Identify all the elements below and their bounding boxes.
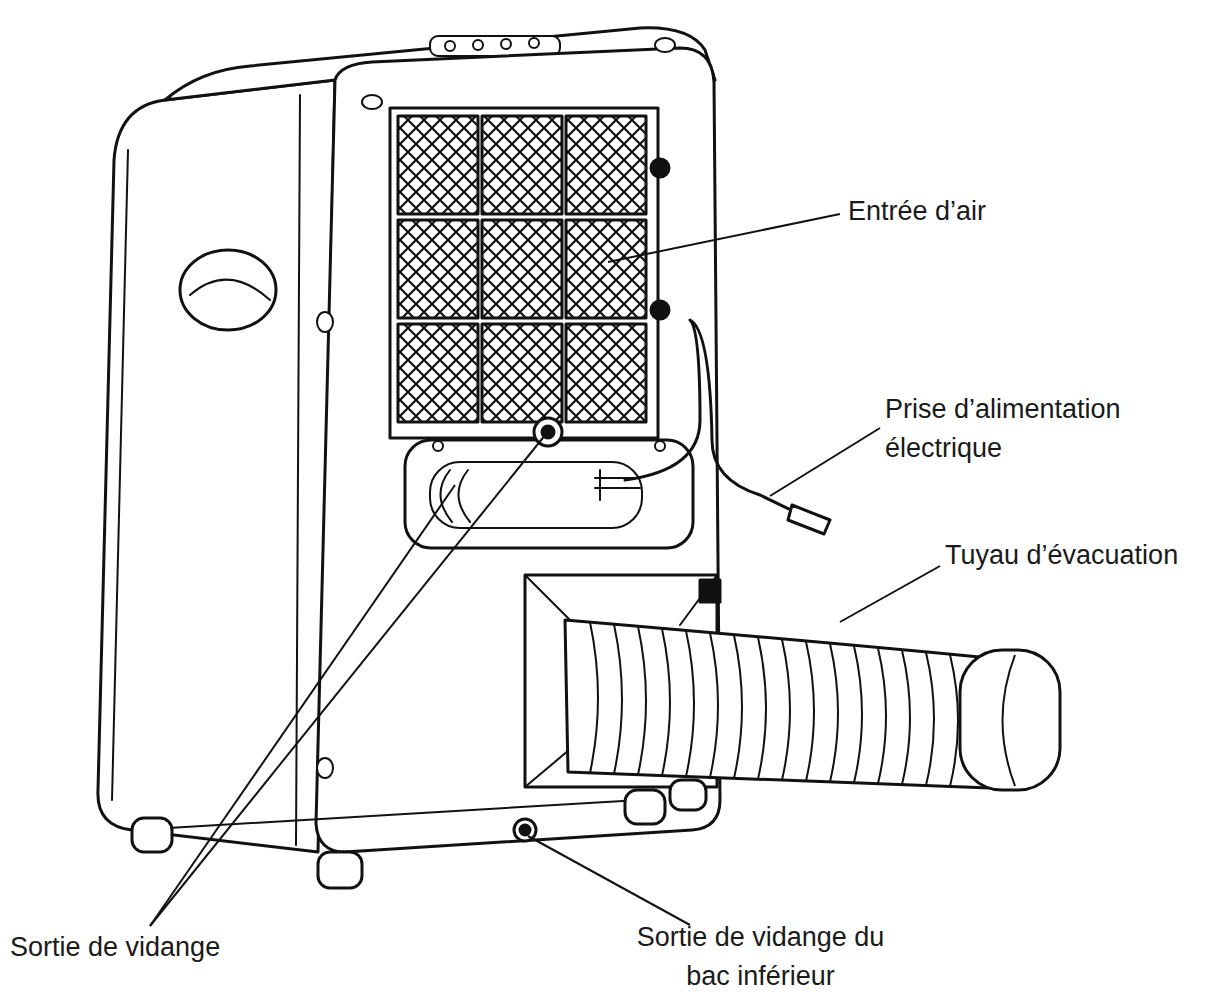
hose-rib — [614, 624, 622, 773]
plug-holder — [595, 470, 640, 500]
button — [501, 39, 511, 49]
corner-tab — [362, 95, 382, 109]
leader-line — [840, 566, 940, 622]
leader-line — [150, 485, 455, 926]
leader-line — [608, 214, 840, 262]
grille-cell — [398, 324, 478, 422]
hose-rib — [830, 644, 838, 782]
leader-line — [770, 428, 880, 496]
hinge-tab — [317, 758, 333, 778]
hose-rib — [710, 633, 718, 777]
grille-cell — [398, 220, 478, 318]
grille-cell — [482, 220, 562, 318]
part-label: Tuyau d’évacuation — [945, 536, 1178, 575]
wheel — [318, 852, 362, 888]
hose-rib — [902, 650, 910, 784]
hose-rib — [806, 642, 814, 781]
side-panel — [98, 80, 335, 852]
grille-cell — [566, 324, 646, 422]
wheel — [132, 818, 172, 852]
hose-rib — [878, 648, 886, 783]
hose-end-rim — [1003, 655, 1016, 786]
knob — [651, 159, 669, 177]
hose-rib — [758, 637, 766, 779]
clip — [700, 580, 720, 602]
cord-coil — [430, 462, 642, 528]
power-cord — [625, 320, 795, 512]
grille-cell — [482, 116, 562, 214]
button — [473, 40, 483, 50]
power-plug — [788, 505, 830, 534]
screw — [655, 441, 665, 451]
handle-grip — [190, 280, 270, 300]
knob — [651, 301, 669, 319]
hose-rib — [854, 646, 862, 783]
wheel — [670, 780, 706, 810]
drain-outlet — [534, 418, 562, 446]
hose-rib — [782, 640, 790, 780]
air-grille — [398, 116, 646, 422]
leader-line — [528, 836, 690, 925]
hose-body — [565, 620, 990, 788]
grille-cell — [566, 220, 646, 318]
hinge-tab — [317, 312, 333, 332]
button — [529, 38, 539, 48]
hose-rib — [686, 631, 694, 777]
hose-rib — [662, 629, 670, 776]
corner-tab — [655, 38, 675, 52]
button — [445, 41, 455, 51]
cord-coil — [440, 470, 470, 522]
part-label: Sortie de vidange du bac inférieur — [633, 918, 888, 996]
leader-line — [150, 434, 546, 926]
part-label: Entrée d’air — [848, 192, 986, 231]
screw — [433, 441, 443, 451]
bottom-drain — [520, 825, 530, 835]
grille-cell — [398, 116, 478, 214]
base — [135, 800, 640, 830]
part-label: Prise d’alimentation électrique — [885, 390, 1135, 468]
wheel — [625, 790, 665, 824]
hose-rib — [926, 652, 934, 785]
grille-cell — [566, 116, 646, 214]
exhaust-hose — [565, 620, 1060, 790]
part-label: Sortie de vidange — [10, 928, 220, 967]
hose-end — [960, 650, 1060, 790]
grille-cell — [482, 324, 562, 422]
hose-rib — [734, 635, 742, 778]
side-edge — [112, 150, 128, 800]
hose-rib — [590, 622, 598, 773]
grille-frame — [390, 108, 658, 438]
hose-rib — [950, 655, 958, 787]
hose-rib — [638, 627, 646, 775]
side-edge — [296, 95, 300, 845]
leader-lines — [150, 214, 940, 926]
handle-recess — [180, 250, 276, 330]
hose-ribs — [590, 622, 958, 786]
